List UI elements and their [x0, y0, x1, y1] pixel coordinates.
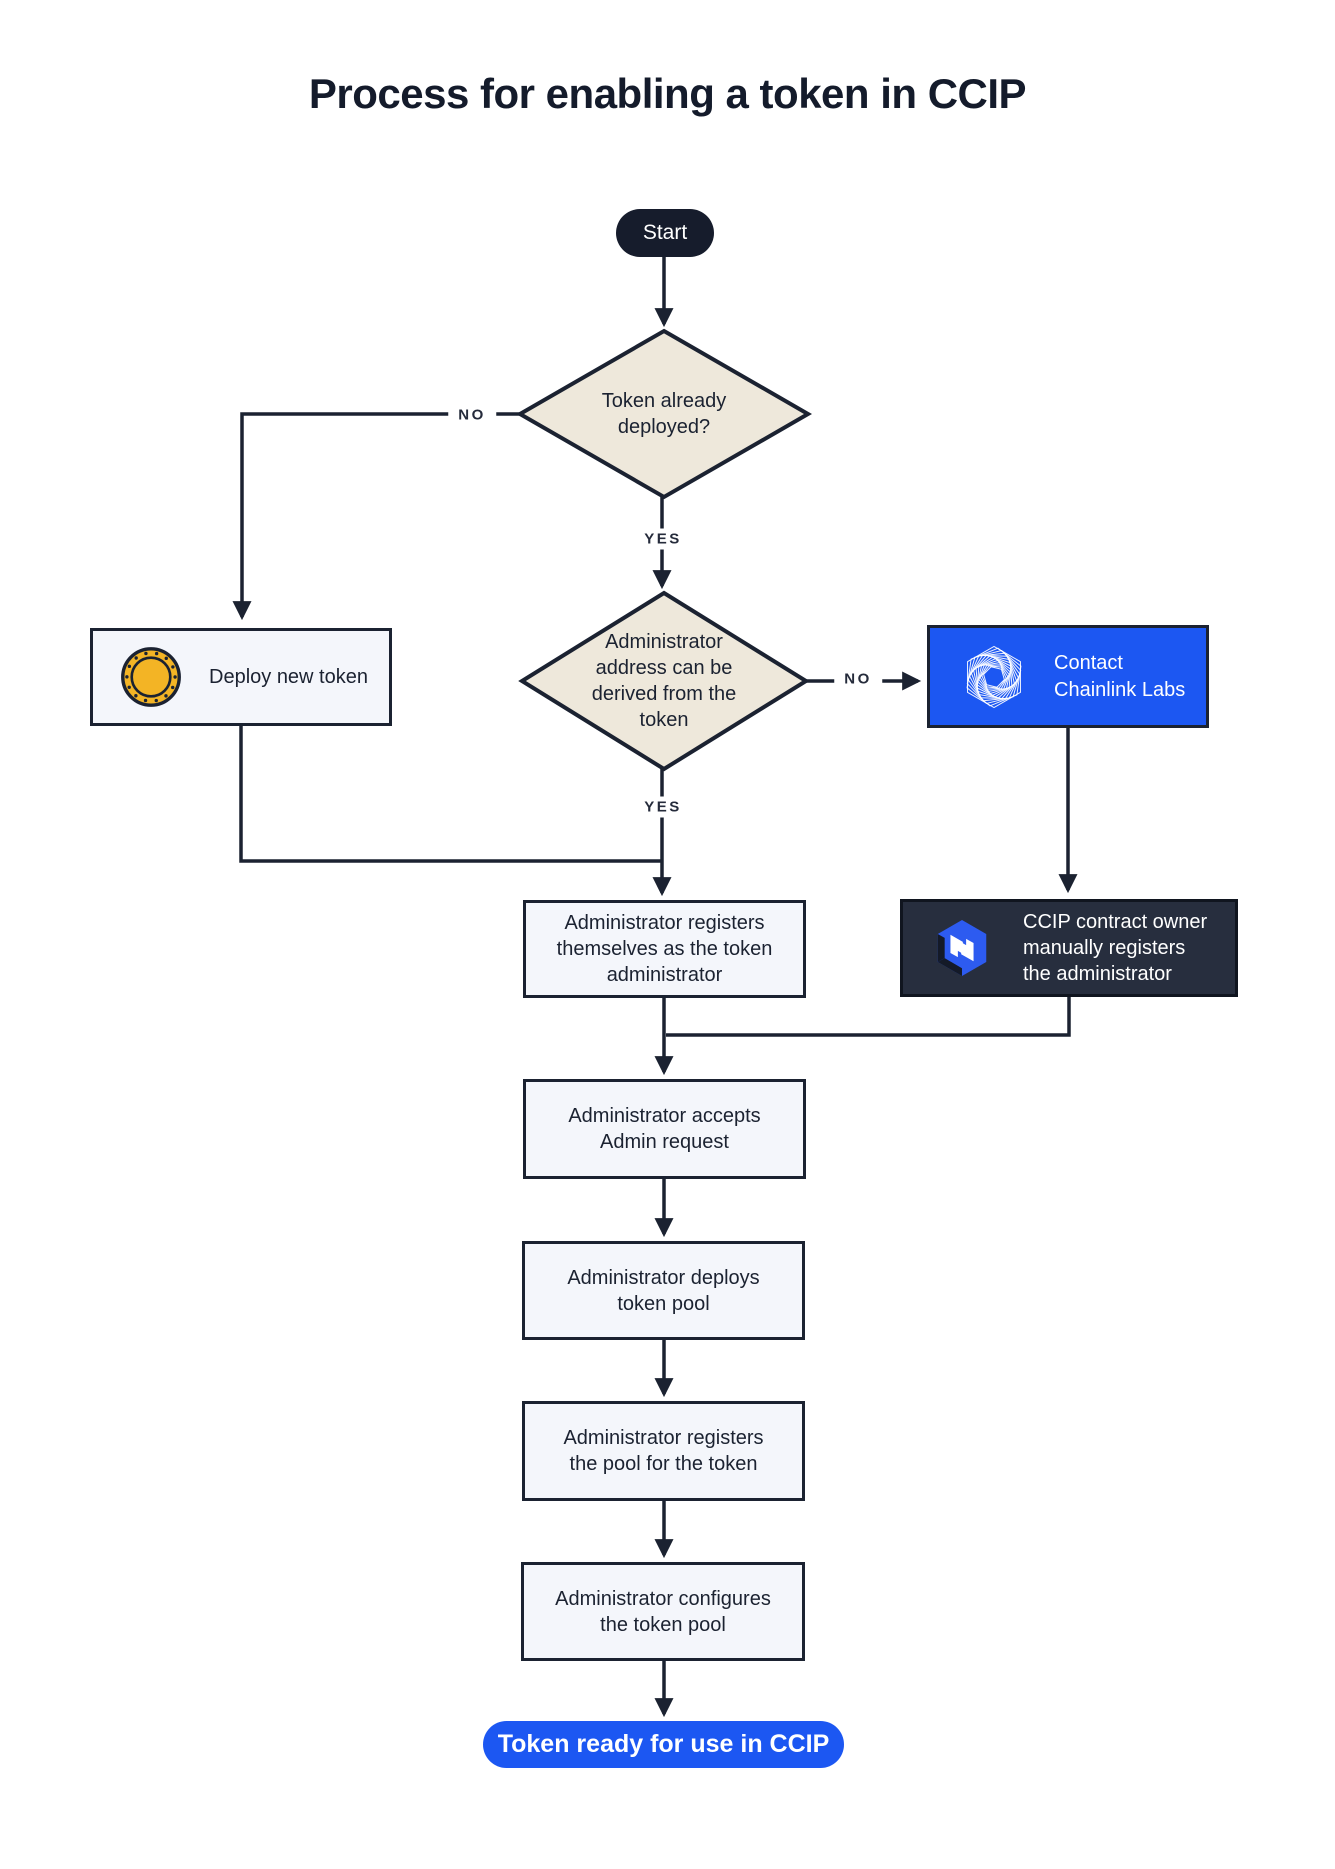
coin-icon: [119, 645, 183, 709]
ccip-owner-registers-node: CCIP contract owner manually registers t…: [900, 899, 1238, 997]
ccip-owner-registers-label: CCIP contract owner manually registers t…: [1023, 911, 1208, 985]
admin-deploys-pool-node: Administrator deploys token pool: [522, 1241, 805, 1340]
admin-registers-self-label: Administrator registers themselves as th…: [556, 912, 773, 986]
admin-accepts-label: Administrator accepts Admin request: [568, 1105, 761, 1153]
edge-label-yes-token-deployed: YES: [634, 528, 692, 550]
edge-label-no-token-deployed: NO: [448, 404, 496, 426]
decision-admin-address-label: Administrator address can be derived fro…: [591, 631, 737, 731]
deploy-new-token-node: Deploy new token: [90, 628, 392, 726]
contact-chainlink-node: Contact Chainlink Labs: [927, 625, 1209, 728]
deploy-new-token-label: Deploy new token: [209, 666, 368, 688]
end-node: Token ready for use in CCIP: [483, 1721, 844, 1768]
page-title: Process for enabling a token in CCIP: [308, 70, 1027, 117]
admin-configures-pool-label: Administrator configures the token pool: [555, 1587, 771, 1636]
decision-admin-address-diamond: [518, 590, 810, 772]
admin-configures-pool-node: Administrator configures the token pool: [521, 1562, 805, 1661]
admin-registers-pool-node: Administrator registers the pool for the…: [522, 1401, 805, 1501]
admin-registers-pool-label: Administrator registers the pool for the…: [563, 1427, 764, 1475]
chainlink-labs-icon: [958, 641, 1030, 713]
edge-deploy-to-register-junction: [239, 726, 662, 863]
edge-label-no-admin-address: NO: [834, 668, 882, 690]
edge-label-yes-admin-address: YES: [634, 796, 692, 818]
start-node: Start: [616, 209, 714, 257]
admin-deploys-pool-label: Administrator deploys token pool: [567, 1266, 760, 1315]
start-label: Start: [642, 221, 688, 244]
end-label: Token ready for use in CCIP: [497, 1730, 830, 1758]
ccip-icon: [929, 915, 995, 981]
decision-token-deployed-label: Token already deployed?: [601, 390, 727, 438]
edge-decision1-no-to-deploy: [232, 412, 520, 621]
admin-registers-self-node: Administrator registers themselves as th…: [523, 900, 806, 998]
edge-ccip-owner-to-accepts-junction: [666, 997, 1071, 1037]
decision-token-deployed-diamond: [515, 328, 813, 500]
contact-chainlink-label: Contact Chainlink Labs: [1054, 651, 1186, 701]
admin-accepts-node: Administrator accepts Admin request: [523, 1079, 806, 1179]
